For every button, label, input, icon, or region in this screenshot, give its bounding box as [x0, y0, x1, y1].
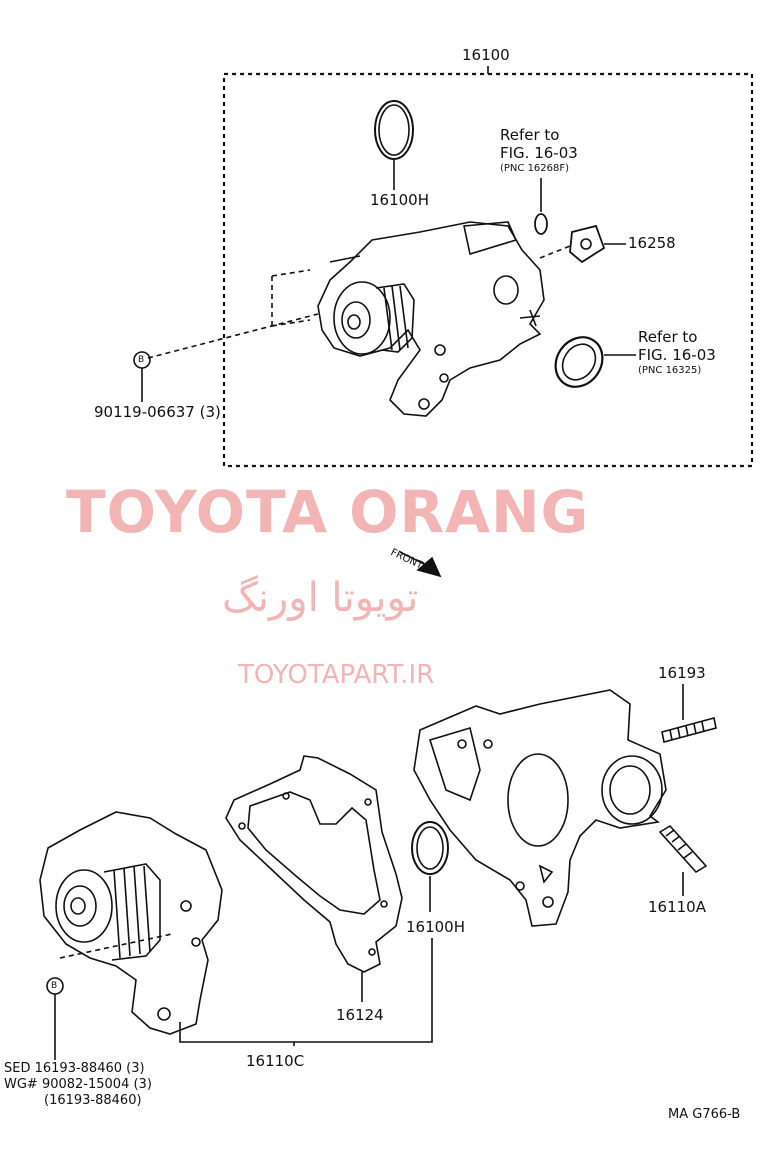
water-pump-top-part [271, 221, 545, 417]
label-bolt-top: 90119-06637 (3) [94, 403, 221, 421]
label-refer2-line2: FIG. 16-03 [638, 346, 716, 364]
water-housing-part [413, 689, 667, 927]
seal-part [554, 336, 636, 388]
label-refer1-line1: Refer to [500, 126, 560, 144]
bolt-top-dashline [147, 313, 319, 359]
label-refer1-pnc: (PNC 16268F) [500, 163, 570, 174]
label-wg-sub: (16193-88460) [44, 1093, 142, 1108]
watermark-persian: تویوتا اورنگ [222, 575, 419, 621]
small-oring-part [534, 178, 548, 235]
label-16100h-top: 16100H [370, 191, 429, 209]
marker-b-bottom [46, 977, 64, 1060]
label-16110a: 16110A [648, 898, 706, 916]
label-refer2-pnc: (PNC 16325) [638, 365, 702, 376]
water-pump-bottom-part [39, 811, 223, 1035]
assembly-box [222, 72, 754, 468]
label-16100h-bottom: 16100H [406, 918, 465, 936]
watermark-title: TOYOTA ORANG [66, 478, 590, 546]
marker-b-top [133, 351, 151, 402]
label-refer2-line1: Refer to [638, 328, 698, 346]
gasket-dashline [539, 245, 571, 259]
gasket-16124-part [225, 755, 403, 1002]
gasket-16258-part [569, 224, 626, 264]
bracket-16110c [179, 938, 433, 1043]
label-sed: SED 16193-88460 (3) [4, 1061, 145, 1076]
marker-b-bottom-letter: B [138, 355, 145, 365]
diagram-code: MA G766-B [668, 1107, 741, 1122]
label-16193: 16193 [658, 664, 706, 682]
label-16100: 16100 [462, 46, 510, 64]
stud-16193-part [661, 684, 717, 743]
stud-16110a-part [658, 824, 708, 896]
label-wg: WG# 90082-15004 (3) [4, 1077, 152, 1092]
marker-b-top-letter: B [51, 981, 58, 991]
label-refer1-line2: FIG. 16-03 [500, 144, 578, 162]
label-16258: 16258 [628, 234, 676, 252]
front-arrow [399, 551, 442, 578]
oring-bottom-part [411, 821, 449, 912]
watermark-url: TOYOTAPART.IR [238, 660, 435, 690]
oring-top-part [374, 100, 414, 190]
label-16124: 16124 [336, 1006, 384, 1024]
label-16110c: 16110C [246, 1052, 305, 1070]
